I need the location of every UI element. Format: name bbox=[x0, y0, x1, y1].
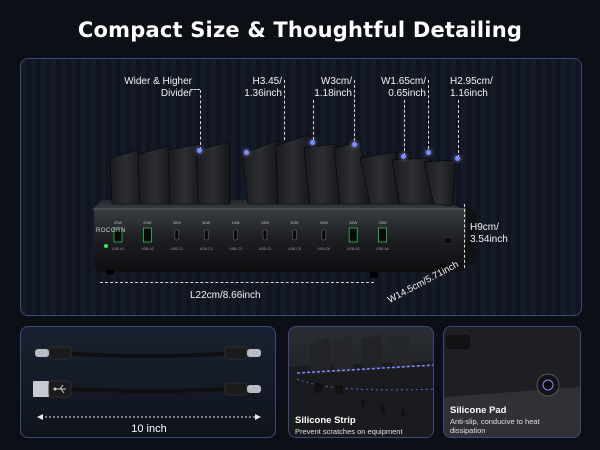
silicone-pad-illustration bbox=[444, 327, 580, 437]
port-wattage-label: 25W bbox=[143, 220, 151, 225]
leader-w165-left bbox=[404, 100, 405, 156]
marker-w3b bbox=[352, 142, 357, 147]
cable-length-label: 10 inch bbox=[131, 423, 167, 435]
label-w3: W3cm/1.18inch bbox=[314, 76, 352, 99]
port-wattage-label: 15W bbox=[231, 220, 239, 225]
label-w165: W1.65cm/0.65inch bbox=[380, 76, 426, 99]
silicone-pad-title: Silicone Pad bbox=[450, 405, 507, 416]
leader-divider bbox=[200, 90, 201, 150]
cable-panel: 10 inch bbox=[20, 326, 276, 438]
page-title: Compact Size & Thoughtful Detailing bbox=[77, 18, 523, 42]
usb-c-port bbox=[262, 229, 268, 241]
leader-h345 bbox=[284, 80, 285, 140]
label-h295: H2.95cm/1.16inch bbox=[450, 76, 493, 99]
silicone-strip-panel: Silicone Strip Prevent scratches on equi… bbox=[288, 326, 434, 438]
leader-h295 bbox=[458, 100, 459, 158]
marker-w3 bbox=[310, 140, 315, 145]
usb-c-port bbox=[292, 229, 297, 241]
marker-divider bbox=[197, 148, 202, 153]
silicone-strip-desc: Prevent scratches on equipment bbox=[295, 427, 403, 436]
leader-h9 bbox=[464, 204, 465, 268]
port-wattage-label: 25W bbox=[378, 220, 386, 225]
port-wattage-label: 30W bbox=[202, 220, 210, 225]
silicone-strip-illustration bbox=[289, 335, 433, 437]
silicone-pad-desc: Anti-slip, conducive to heat dissipation bbox=[450, 417, 540, 435]
port-wattage-label: 30W bbox=[320, 220, 328, 225]
port-wattage-label: 30W bbox=[290, 220, 298, 225]
port-id-label: USB-C6 bbox=[317, 247, 330, 251]
usb-a-port bbox=[113, 227, 123, 243]
marker-h295 bbox=[455, 156, 460, 161]
port-id-label: USB-C5 bbox=[288, 247, 301, 251]
port-id-label: USB-A3 bbox=[347, 247, 360, 251]
leader-divider-h bbox=[190, 89, 200, 90]
brand-logo: ROCORN bbox=[96, 228, 126, 234]
marker-w165 bbox=[401, 154, 406, 159]
port-array: 25W USB-A1 25W USB-A2 30W USB-C1 30W USB-C2 15W U… bbox=[112, 220, 389, 251]
port-id-label: USB-C3 bbox=[229, 247, 242, 251]
leader-w3-right bbox=[354, 80, 355, 146]
port-id-label: USB-A2 bbox=[141, 247, 154, 251]
silicone-pad-panel: Silicone Pad Anti-slip, conducive to hea… bbox=[443, 326, 581, 438]
port-id-label: USB-C4 bbox=[259, 247, 272, 251]
port-id-label: USB-C1 bbox=[170, 247, 183, 251]
port-id-label: USB-A4 bbox=[376, 247, 389, 251]
leader-w165-right bbox=[428, 80, 429, 154]
label-h9: H9cm/3.54inch bbox=[470, 222, 508, 245]
port-wattage-label: 15W bbox=[261, 220, 269, 225]
usb-icon bbox=[53, 384, 66, 394]
label-l22: L22cm/8.66inch bbox=[190, 290, 261, 301]
marker-w165b bbox=[426, 150, 431, 155]
cable-illustration bbox=[33, 346, 261, 420]
charging-station-illustration: 25W USB-A1 25W USB-A2 30W USB-C1 30W USB-C2 15W U… bbox=[92, 133, 476, 278]
silicone-strip-title: Silicone Strip bbox=[295, 415, 356, 426]
label-h345: H3.45/1.36inch bbox=[244, 76, 282, 99]
usb-a-port bbox=[143, 227, 152, 243]
usb-c-port bbox=[174, 229, 180, 241]
port-wattage-label: 30W bbox=[173, 220, 181, 225]
divider-group bbox=[109, 133, 457, 207]
port-id-label: USB-C2 bbox=[200, 247, 213, 251]
marker-h345 bbox=[244, 150, 249, 155]
leader-l22 bbox=[100, 282, 374, 283]
usb-a-port bbox=[378, 227, 388, 243]
port-wattage-label: 25W bbox=[349, 220, 357, 225]
port-id-label: USB-A1 bbox=[112, 247, 125, 251]
usb-c-port bbox=[233, 229, 238, 241]
usb-c-port bbox=[321, 229, 327, 241]
leader-w3-left bbox=[313, 100, 314, 140]
usb-c-port bbox=[203, 229, 209, 241]
port-wattage-label: 25W bbox=[114, 220, 122, 225]
usb-a-port bbox=[348, 227, 358, 243]
